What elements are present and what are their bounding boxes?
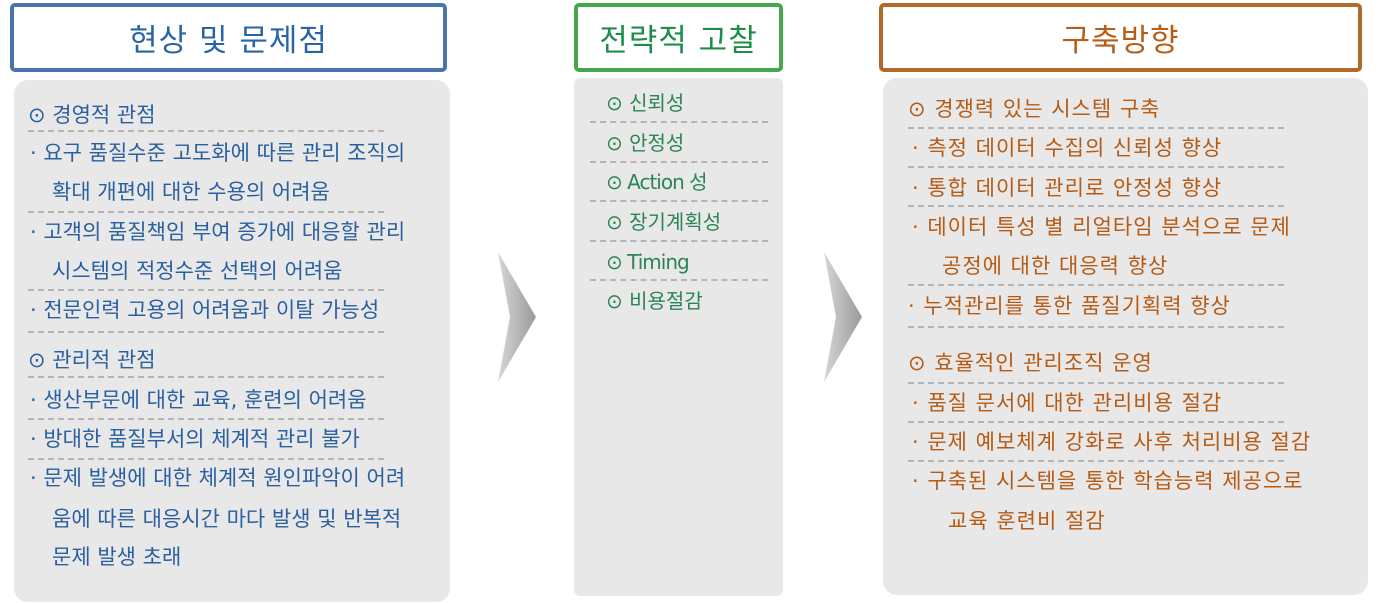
divider bbox=[908, 460, 1284, 462]
divider bbox=[28, 376, 384, 378]
list-item: · 전문인력 고용의 어려움과 이탈 가능성 bbox=[30, 298, 380, 322]
list-item: · 데이터 특성 별 리얼타임 분석으로 문제 bbox=[912, 215, 1291, 239]
divider bbox=[908, 284, 1284, 286]
list-item-continuation: 확대 개편에 대한 수용의 어려움 bbox=[52, 180, 330, 204]
divider bbox=[590, 279, 768, 281]
list-item-continuation: 공정에 대한 대응력 향상 bbox=[942, 254, 1169, 278]
chevron-right-icon bbox=[824, 252, 862, 382]
list-item-continuation: 문제 발생 초래 bbox=[52, 545, 182, 569]
chevron-right-icon bbox=[498, 252, 536, 382]
divider bbox=[908, 127, 1284, 129]
list-item: · 고객의 품질책임 부여 증가에 대응할 관리 bbox=[30, 220, 406, 244]
column-title-strategy: 전략적 고찰 bbox=[574, 3, 783, 72]
list-item-continuation: 움에 따른 대응시간 마다 발생 및 반복적 bbox=[52, 507, 402, 531]
section-heading: ⊙ 효율적인 관리조직 운영 bbox=[908, 351, 1153, 375]
list-item: · 누적관리를 통한 품질기획력 향상 bbox=[908, 294, 1231, 318]
divider bbox=[28, 418, 384, 420]
divider bbox=[28, 130, 384, 132]
column-title-direction: 구축방향 bbox=[879, 3, 1362, 72]
list-item: ⊙ 안정성 bbox=[606, 131, 685, 155]
list-item: · 방대한 품질부서의 체계적 관리 불가 bbox=[30, 427, 360, 451]
list-item: · 측정 데이터 수집의 신뢰성 향상 bbox=[912, 136, 1223, 160]
list-item-continuation: 교육 훈련비 절감 bbox=[948, 509, 1106, 533]
divider bbox=[908, 421, 1284, 423]
section-heading: ⊙ 경영적 관점 bbox=[28, 103, 156, 127]
divider bbox=[28, 289, 384, 291]
list-item: · 문제 발생에 대한 체계적 원인파악이 어려 bbox=[30, 466, 406, 490]
list-item: · 생산부문에 대한 교육, 훈련의 어려움 bbox=[30, 388, 367, 412]
divider bbox=[908, 382, 1284, 384]
divider bbox=[590, 161, 768, 163]
divider bbox=[28, 211, 384, 213]
list-item: ⊙ 신뢰성 bbox=[606, 91, 685, 115]
divider bbox=[908, 166, 1284, 168]
divider bbox=[908, 326, 1284, 328]
list-item: · 품질 문서에 대한 관리비용 절감 bbox=[912, 391, 1223, 415]
list-item-continuation: 시스템의 적정수준 선택의 어려움 bbox=[52, 259, 343, 283]
panel-problems bbox=[14, 80, 450, 602]
list-item: · 문제 예보체계 강화로 사후 처리비용 절감 bbox=[912, 430, 1312, 454]
divider bbox=[28, 331, 384, 333]
list-item: · 통합 데이터 관리로 안정성 향상 bbox=[912, 176, 1223, 200]
section-heading: ⊙ 관리적 관점 bbox=[28, 348, 156, 372]
list-item: ⊙ Timing bbox=[606, 250, 690, 274]
divider bbox=[590, 200, 768, 202]
panel-strategy bbox=[574, 78, 783, 596]
divider bbox=[590, 121, 768, 123]
list-item: ⊙ 비용절감 bbox=[606, 289, 703, 313]
panel-direction bbox=[883, 78, 1368, 595]
divider bbox=[908, 205, 1284, 207]
section-heading: ⊙ 경쟁력 있는 시스템 구축 bbox=[908, 97, 1161, 121]
divider bbox=[28, 458, 384, 460]
list-item: ⊙ 장기계획성 bbox=[606, 210, 722, 234]
list-item: · 구축된 시스템을 통한 학습능력 제공으로 bbox=[912, 469, 1304, 493]
divider bbox=[590, 240, 768, 242]
list-item: · 요구 품질수준 고도화에 따른 관리 조직의 bbox=[30, 141, 406, 165]
column-title-problems: 현상 및 문제점 bbox=[10, 3, 447, 72]
list-item: ⊙ Action 성 bbox=[606, 170, 708, 194]
